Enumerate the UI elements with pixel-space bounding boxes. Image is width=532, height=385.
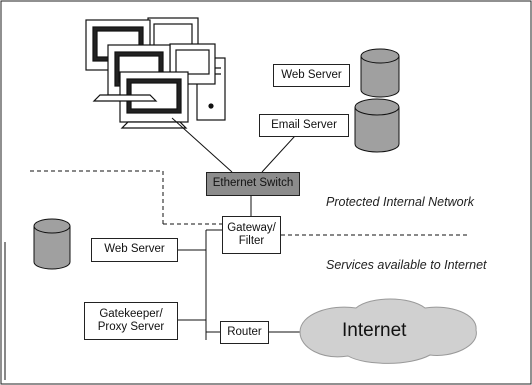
gatekeeper-proxy-node: Gatekeeper/ Proxy Server — [84, 302, 178, 340]
workstations-link — [171, 117, 233, 173]
web-server-top-node: Web Server — [273, 64, 350, 87]
email-server-node: Email Server — [259, 114, 349, 137]
router-node: Router — [220, 321, 269, 344]
web-server-left-node: Web Server — [91, 238, 178, 262]
network-links — [4, 117, 306, 380]
internet-label: Internet — [342, 320, 407, 341]
database-icon-top — [360, 48, 400, 98]
internet-cloud-icon — [299, 298, 477, 364]
services-internet-caption: Services available to Internet — [326, 258, 487, 272]
protected-network-caption: Protected Internal Network — [326, 195, 474, 209]
keyboard-icon — [120, 121, 188, 129]
zone-boundary — [30, 170, 468, 236]
workstations-icon — [85, 17, 226, 129]
database-icon-email — [354, 98, 400, 153]
database-icon-left — [33, 218, 71, 270]
ethernet-switch-node: Ethernet Switch — [206, 172, 300, 196]
gateway-filter-node: Gateway/ Filter — [222, 216, 281, 254]
